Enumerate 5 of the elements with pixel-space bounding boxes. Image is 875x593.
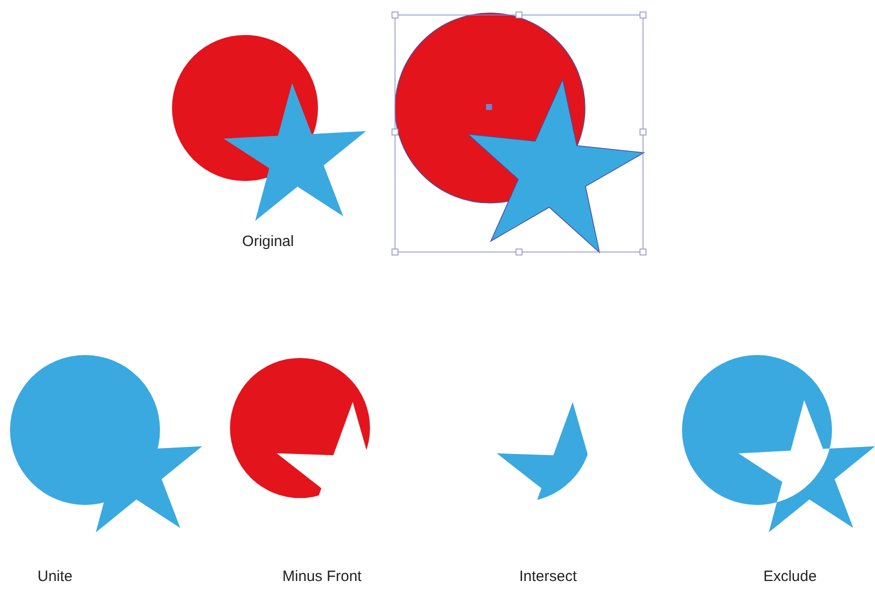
caption: Intersect: [519, 568, 577, 585]
caption: Minus Front: [282, 568, 362, 585]
caption: Exclude: [763, 568, 817, 585]
caption: Original: [242, 233, 294, 250]
caption: Unite: [37, 568, 73, 585]
